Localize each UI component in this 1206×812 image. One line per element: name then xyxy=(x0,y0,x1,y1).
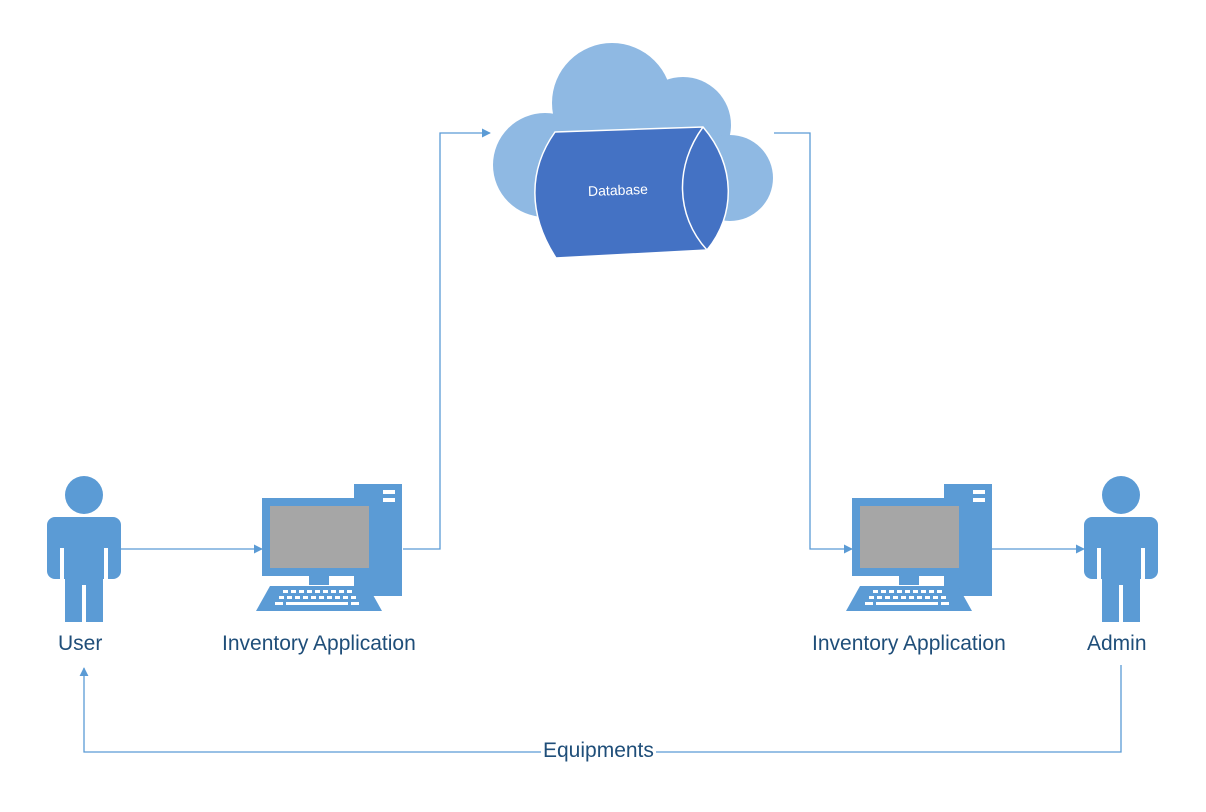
app-right-computer-icon xyxy=(846,484,992,611)
admin-label: Admin xyxy=(1087,632,1147,655)
edge-label-equipments: Equipments xyxy=(541,739,656,763)
app-left-computer-icon xyxy=(256,484,402,611)
admin-person-icon xyxy=(1084,476,1158,622)
app-right-label: Inventory Application xyxy=(812,632,1006,655)
edge-database-to-app-right xyxy=(774,132,853,554)
edge-app-left-to-database xyxy=(403,128,491,550)
app-left-label: Inventory Application xyxy=(222,632,416,655)
database-label: Database xyxy=(587,180,649,199)
database-cylinder-icon xyxy=(534,126,729,259)
user-label: User xyxy=(58,632,103,655)
user-person-icon xyxy=(47,476,121,622)
cloud-database-icon xyxy=(493,43,773,259)
